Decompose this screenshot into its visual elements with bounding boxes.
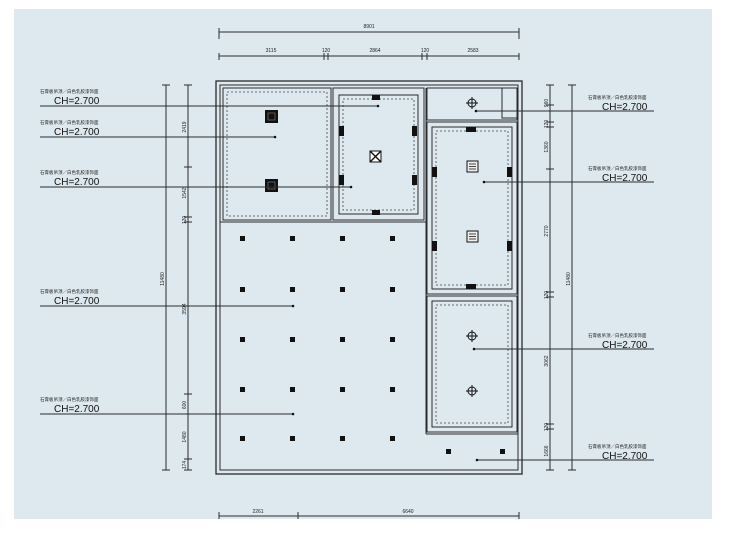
right-annotations: 石膏板吊顶／白色乳胶漆饰面 CH=2.700 石膏板吊顶／白色乳胶漆饰面 CH=… — [588, 94, 648, 462]
annotation-label: 石膏板吊顶／白色乳胶漆饰面 — [40, 169, 99, 176]
room-top-middle — [332, 87, 425, 221]
dim-right-seg-2: 120 — [544, 120, 550, 129]
left-dimension-chain: 11480 2419 1542 120 3594 600 1480 174 — [160, 84, 192, 471]
dim-bottom-seg-1: 2261 — [252, 509, 263, 515]
annotation-label: 石膏板吊顶／白色乳胶漆饰面 — [588, 332, 647, 339]
annotation-height: CH=2.700 — [602, 173, 648, 184]
light-fixture-square — [265, 110, 278, 123]
dim-top-seg-1: 3115 — [266, 48, 277, 54]
dim-top-seg-3: 2864 — [369, 48, 380, 54]
annotation-label: 石膏板吊顶／白色乳胶漆饰面 — [588, 165, 647, 172]
annotation-height: CH=2.700 — [54, 404, 100, 415]
annotation-height: CH=2.700 — [54, 127, 100, 138]
dim-right-seg-7: 120 — [544, 423, 550, 432]
dim-left-seg-1: 2419 — [182, 121, 188, 132]
room-top-left — [222, 87, 332, 221]
dim-top-seg-4: 120 — [421, 48, 430, 54]
dim-bottom-seg-2: 6640 — [402, 509, 413, 515]
dim-right-total: 11480 — [566, 272, 572, 286]
dim-right-seg-5: 120 — [544, 291, 550, 300]
annotation-label: 石膏板吊顶／白色乳胶漆饰面 — [588, 443, 647, 450]
room-right-middle — [426, 121, 518, 295]
annotation-height: CH=2.700 — [602, 340, 648, 351]
dim-right-seg-8: 1666 — [544, 445, 550, 456]
annotation-label: 石膏板吊顶／白色乳胶漆饰面 — [40, 119, 99, 126]
left-annotations: 石膏板吊顶／白色乳胶漆饰面 CH=2.700 石膏板吊顶／白色乳胶漆饰面 CH=… — [40, 88, 100, 415]
right-dimension-chain: 960 120 1360 2770 120 3062 120 1666 1148… — [544, 84, 576, 471]
dim-left-total: 11480 — [160, 272, 166, 286]
room-right-lower — [426, 295, 518, 433]
annotation-label: 石膏板吊顶／白色乳胶漆饰面 — [588, 94, 647, 101]
dim-left-seg-6: 1480 — [182, 431, 188, 442]
dim-left-seg-4: 3594 — [182, 303, 188, 314]
annotation-label: 石膏板吊顶／白色乳胶漆饰面 — [40, 396, 99, 403]
annotation-label: 石膏板吊顶／白色乳胶漆饰面 — [40, 288, 99, 295]
room-top-right-small — [426, 87, 518, 121]
outer-walls — [215, 80, 523, 475]
dim-left-seg-7: 174 — [182, 461, 188, 470]
light-fixture-square — [265, 179, 278, 192]
dim-top-total: 8901 — [363, 24, 374, 30]
top-dimension-chain: 8901 3115 120 2864 120 2583 — [218, 24, 520, 60]
annotation-height: CH=2.700 — [602, 102, 648, 113]
dim-right-seg-6: 3062 — [544, 355, 550, 366]
annotation-height: CH=2.700 — [54, 177, 100, 188]
main-hall-lights — [240, 236, 395, 441]
dim-top-seg-5: 2583 — [467, 48, 478, 54]
dim-left-seg-3: 120 — [182, 216, 188, 225]
annotation-height: CH=2.700 — [602, 451, 648, 462]
bottom-dimension-chain: 2261 6640 — [218, 509, 520, 519]
dim-left-seg-5: 600 — [182, 401, 188, 410]
dim-left-seg-2: 1542 — [182, 187, 188, 198]
annotation-height: CH=2.700 — [54, 296, 100, 307]
ceiling-plan: 8901 3115 120 2864 120 2583 — [40, 24, 654, 519]
dim-right-seg-4: 2770 — [544, 225, 550, 236]
annotation-leaders — [40, 104, 654, 462]
dim-right-seg-3: 1360 — [544, 141, 550, 152]
annotation-height: CH=2.700 — [54, 96, 100, 107]
annotation-label: 石膏板吊顶／白色乳胶漆饰面 — [40, 88, 99, 95]
drawing-sheet: 8901 3115 120 2864 120 2583 — [14, 9, 712, 519]
dim-right-seg-1: 960 — [544, 99, 550, 108]
dim-top-seg-2: 120 — [322, 48, 331, 54]
